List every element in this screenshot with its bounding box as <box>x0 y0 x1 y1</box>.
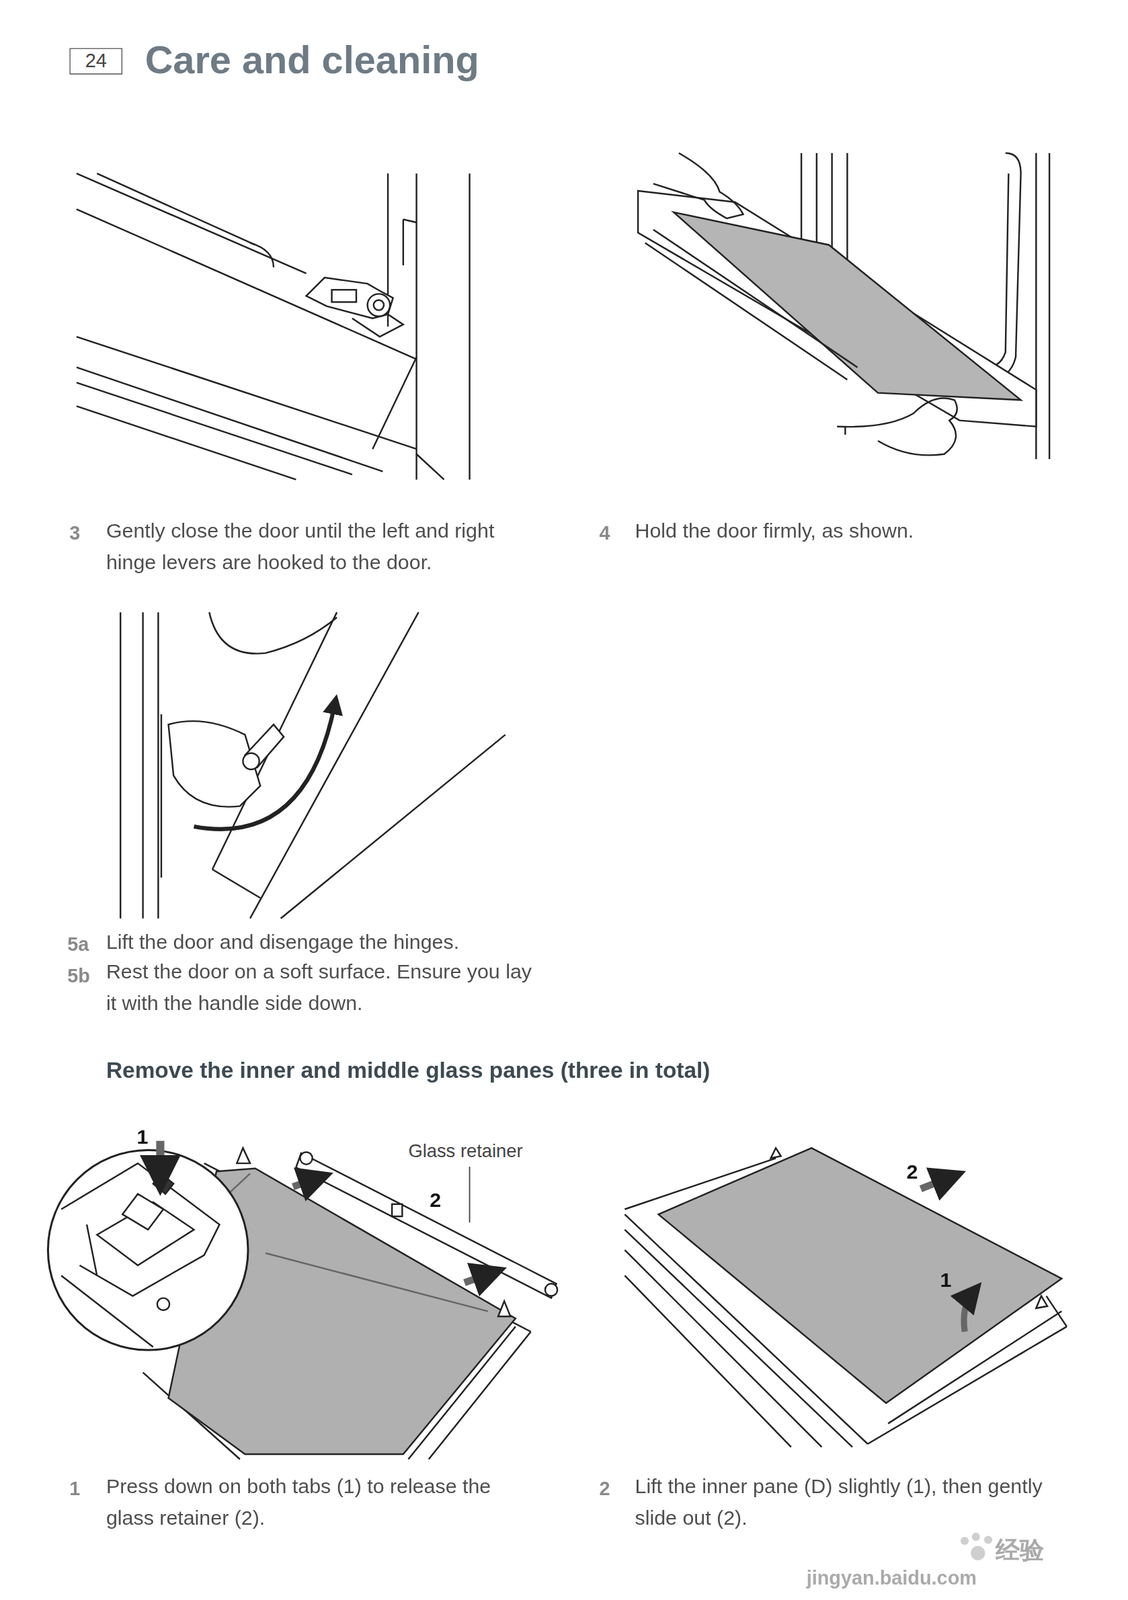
door-lift-part <box>250 612 419 919</box>
inner-pane-slide-part <box>658 1148 1062 1404</box>
hinge-closeup-part <box>468 173 470 480</box>
inner-pane-slide <box>624 1148 1067 1448</box>
hinge-closeup-part <box>416 454 445 480</box>
hinge-closeup-part <box>250 242 274 267</box>
glass-retainer-release-part <box>545 1283 558 1297</box>
page-title: Care and cleaning <box>145 38 480 83</box>
hinge-closeup-part <box>76 173 307 274</box>
hinge-closeup-part <box>96 173 255 245</box>
glass-retainer-release-part <box>299 1152 312 1165</box>
glass-retainer-release-part <box>61 1163 220 1297</box>
door-hold-part <box>816 153 818 251</box>
glass-retainer-release-part <box>155 1141 165 1177</box>
door-lift-part <box>194 704 336 830</box>
door-hold <box>637 153 1050 460</box>
door-hold-part <box>653 229 858 368</box>
hinge-closeup <box>76 173 470 480</box>
watermark: 经验 <box>995 1531 1045 1569</box>
callout-number: 1 <box>136 1121 148 1154</box>
hinge-closeup-part <box>76 382 353 475</box>
page-number: 24 <box>85 49 107 72</box>
glass-retainer-release-part <box>295 1153 556 1299</box>
callout-number: 2 <box>906 1156 918 1189</box>
step-number: 5a <box>67 929 89 960</box>
step-number: 4 <box>598 518 610 549</box>
door-hold-part <box>673 212 1021 400</box>
door-lift-part <box>160 714 163 878</box>
door-lift-part <box>242 753 259 770</box>
hinge-closeup-part <box>367 293 390 316</box>
glass-retainer-release-part <box>157 1298 170 1311</box>
door-hold-part <box>800 153 802 251</box>
watermark-logo <box>960 1533 993 1561</box>
hinge-closeup-part <box>403 219 417 223</box>
hinge-closeup-part <box>372 356 417 450</box>
leader-line <box>469 1165 471 1223</box>
glass-retainer-release-part <box>236 1148 251 1164</box>
door-lift <box>120 612 505 919</box>
hinge-closeup-part <box>332 289 357 302</box>
step-number: 1 <box>69 1474 80 1505</box>
door-hold-part <box>637 190 1036 427</box>
door-lift-part <box>209 612 337 655</box>
glass-retainer-release-part <box>265 1253 489 1313</box>
callout-number: 1 <box>940 1264 952 1297</box>
door-lift-part <box>168 721 261 807</box>
hinge-closeup-part <box>76 367 384 472</box>
page-number-box: 24 <box>69 47 123 74</box>
watermark-logo-part <box>984 1536 993 1545</box>
glass-retainer-release-part <box>464 1273 491 1284</box>
door-lift-part <box>280 734 506 919</box>
glass-retainer-release-part <box>391 1204 402 1217</box>
hinge-closeup-part <box>402 219 405 265</box>
door-lift-part <box>141 612 144 919</box>
inner-pane-slide-part <box>1035 1296 1048 1309</box>
door-hold-part <box>836 398 958 456</box>
step-text: Lift the inner pane (D) slightly (1), th… <box>635 1470 1069 1535</box>
step-text: Press down on both tabs (1) to release t… <box>106 1470 540 1535</box>
glass-retainer-release-part <box>293 1179 317 1188</box>
section-heading: Remove the inner and middle glass panes … <box>106 1053 882 1089</box>
inner-pane-slide-part <box>963 1294 973 1333</box>
callout-number: 2 <box>429 1185 441 1217</box>
glass-retainer-release-part <box>122 1194 164 1231</box>
glass-retainer-release-part <box>498 1301 511 1317</box>
inner-pane-slide-part <box>771 1148 782 1159</box>
door-hold-part <box>653 153 744 219</box>
door-lift-part <box>157 612 159 919</box>
glass-retainer-release-part <box>153 1173 174 1194</box>
door-lift-part <box>212 869 261 899</box>
step-text: Gently close the door until the left and… <box>106 515 540 579</box>
inner-pane-slide-part <box>1046 1296 1067 1328</box>
inner-pane-slide-part <box>920 1177 950 1190</box>
glass-retainer-release-part <box>61 1275 154 1348</box>
step-text: Lift the door and disengage the hinges. <box>106 927 540 959</box>
watermark-logo-part <box>972 1533 981 1542</box>
hinge-closeup-part <box>373 299 384 310</box>
step-text: Hold the door firmly, as shown. <box>635 515 1069 548</box>
glass-retainer-release-part <box>86 1224 97 1276</box>
watermark: jingyan.baidu.com <box>806 1563 977 1594</box>
hinge-closeup-part <box>415 173 417 480</box>
watermark-logo-part <box>970 1546 985 1561</box>
door-hold-part <box>645 242 848 380</box>
hinge-closeup-part <box>76 406 296 480</box>
hinge-closeup-part <box>76 209 417 359</box>
hinge-closeup-part <box>352 314 404 337</box>
hinge-closeup-part <box>306 277 394 319</box>
step-number: 5b <box>67 961 91 992</box>
step-text: Rest the door on a soft surface. Ensure … <box>106 956 540 1020</box>
part-name: Glass retainer <box>406 1138 525 1167</box>
glass-retainer-release-part <box>47 1150 249 1351</box>
step-number: 2 <box>598 1474 610 1505</box>
glass-retainer-release <box>47 1141 558 1461</box>
step-number: 3 <box>69 518 80 549</box>
watermark-logo-part <box>960 1537 969 1546</box>
door-hold-part <box>1048 153 1051 460</box>
hinge-closeup-part <box>76 336 417 450</box>
door-hold-part <box>844 426 846 435</box>
door-lift-part <box>119 612 122 919</box>
